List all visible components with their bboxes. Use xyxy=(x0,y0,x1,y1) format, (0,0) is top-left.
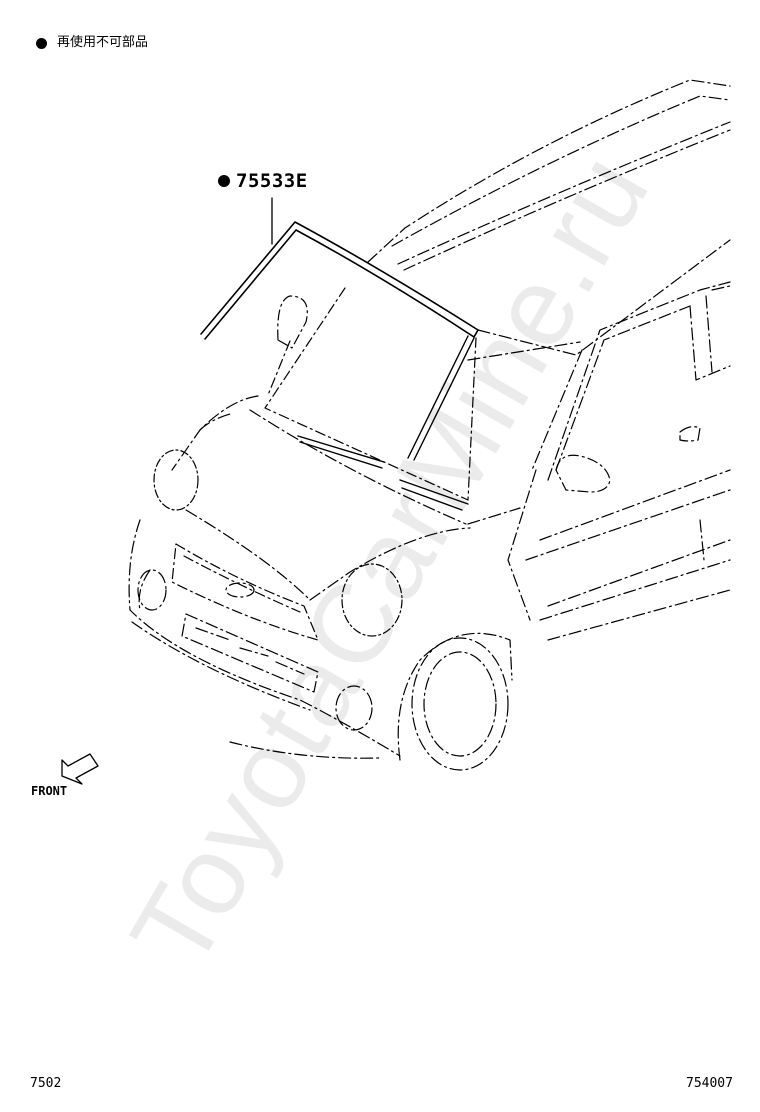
front-label: FRONT xyxy=(31,784,68,798)
headlights xyxy=(153,449,403,637)
part-callout[interactable]: 75533E xyxy=(218,170,308,192)
windshield-pillar-right-inner xyxy=(413,337,475,461)
front-wheel xyxy=(397,632,513,771)
hood xyxy=(171,395,521,601)
windshield-moulding xyxy=(200,221,479,340)
filled-circle-icon xyxy=(218,175,230,187)
mirror-left xyxy=(277,295,308,349)
front-bumper xyxy=(128,519,401,759)
legend: 再使用不可部品 xyxy=(36,34,148,52)
footer-left-code: 7502 xyxy=(30,1076,62,1091)
windshield-pillar-right xyxy=(407,335,469,459)
footer-right-code: 754007 xyxy=(686,1076,733,1091)
roof-outline xyxy=(367,79,731,621)
front-grille xyxy=(171,543,319,641)
part-number-label: 75533E xyxy=(236,170,308,192)
mirror-right xyxy=(555,454,611,493)
front-arrow-icon xyxy=(61,753,99,785)
legend-text: 再使用不可部品 xyxy=(57,35,149,50)
wiper-blades xyxy=(297,435,469,511)
filled-circle-icon xyxy=(36,37,47,49)
body-side xyxy=(525,281,731,641)
windshield-glass xyxy=(264,287,477,501)
